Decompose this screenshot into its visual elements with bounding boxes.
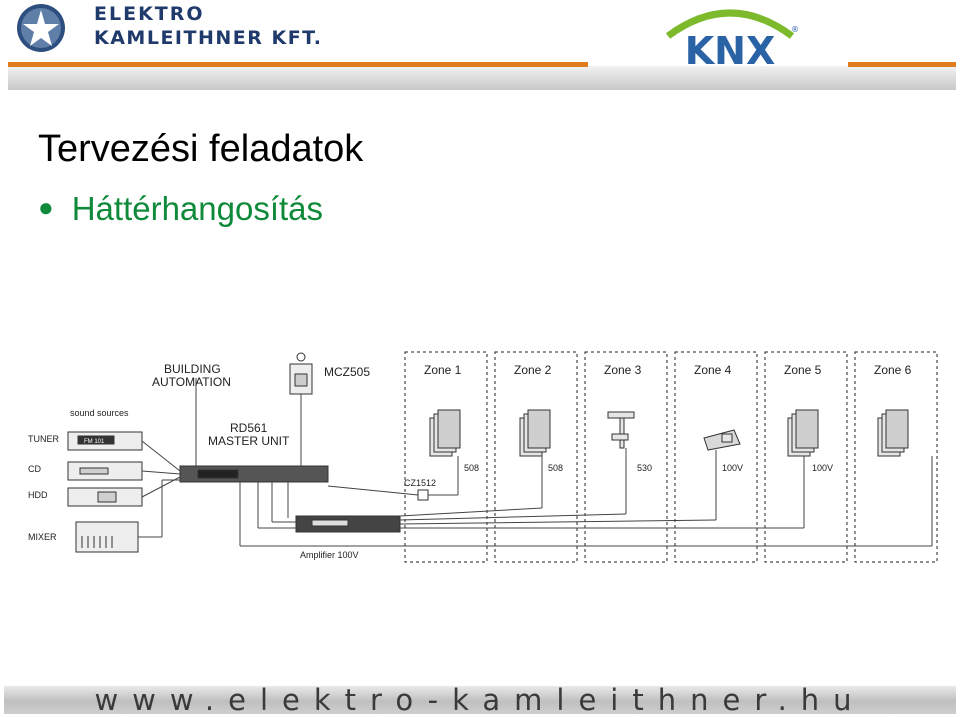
building-automation-label-1: BUILDING xyxy=(164,362,221,376)
star-logo-icon xyxy=(17,4,65,52)
speaker-icon xyxy=(429,409,461,457)
tuner-display xyxy=(77,435,115,445)
company-name-line1: ELEKTRO xyxy=(94,3,205,25)
speaker-icon xyxy=(787,409,819,457)
zone-spec-1: 508 xyxy=(464,463,479,473)
speaker-icon xyxy=(877,409,909,457)
building-automation-label-2: AUTOMATION xyxy=(152,375,231,389)
tuner-label: TUNER xyxy=(28,434,59,444)
company-name-line2: KAMLEITHNER KFT. xyxy=(94,27,323,49)
cz1512-device xyxy=(417,489,429,501)
master-unit-label-2: MASTER UNIT xyxy=(208,434,290,448)
page-title: Tervezési feladatok xyxy=(38,128,364,170)
svg-text:®: ® xyxy=(791,25,799,34)
zone-box-4 xyxy=(674,351,758,563)
bullet-icon: ● xyxy=(38,192,54,222)
zone-title-6: Zone 6 xyxy=(874,363,912,377)
mixer-label: MIXER xyxy=(28,532,57,542)
speaker-icon xyxy=(519,409,551,457)
zone-box-3 xyxy=(584,351,668,563)
zone-title-5: Zone 5 xyxy=(784,363,822,377)
hdd-label: HDD xyxy=(28,490,48,500)
zone-title-1: Zone 1 xyxy=(424,363,462,377)
zone-box-6 xyxy=(854,351,938,563)
company-name: ELEKTRO KAMLEITHNER KFT. xyxy=(94,5,322,48)
zone-spec-3: 530 xyxy=(637,463,652,473)
zone-box-2 xyxy=(494,351,578,563)
horn-speaker-icon xyxy=(703,429,741,451)
master-unit-label-1: RD561 xyxy=(230,421,268,435)
knx-logo-icon: KNX ® xyxy=(665,9,799,72)
footer-bar: www.elektro-kamleithner.hu xyxy=(4,683,956,717)
footer-url: www.elektro-kamleithner.hu xyxy=(94,683,866,717)
header-divider xyxy=(8,62,956,90)
slide-header: ELEKTRO KAMLEITHNER KFT. KNX ® xyxy=(0,0,960,92)
mcz-label: MCZ505 xyxy=(324,365,370,379)
svg-text:KNX: KNX xyxy=(685,29,776,72)
cd-label: CD xyxy=(28,464,41,474)
bullet-text: Háttérhangosítás xyxy=(71,190,324,227)
sound-sources-label: sound sources xyxy=(70,408,129,418)
zone-spec-5: 100V xyxy=(812,463,833,473)
svg-text:FM 101: FM 101 xyxy=(84,439,105,445)
amplifier-label: Amplifier 100V xyxy=(300,550,359,560)
zone-spec-4: 100V xyxy=(722,463,743,473)
bullet-item: ● Háttérhangosítás xyxy=(38,190,323,228)
zone-title-3: Zone 3 xyxy=(604,363,642,377)
audio-system-diagram: Zone 1 Zone 2 Zone 3 Zone 4 Zone 5 Zone … xyxy=(28,351,938,563)
zone-title-4: Zone 4 xyxy=(694,363,732,377)
cz-label: CZ1512 xyxy=(404,478,436,488)
zone-box-1 xyxy=(404,351,488,563)
zone-spec-2: 508 xyxy=(548,463,563,473)
ceiling-speaker-icon xyxy=(607,411,635,449)
mixer-device xyxy=(75,521,139,553)
zone-title-2: Zone 2 xyxy=(514,363,552,377)
zone-box-5 xyxy=(764,351,848,563)
